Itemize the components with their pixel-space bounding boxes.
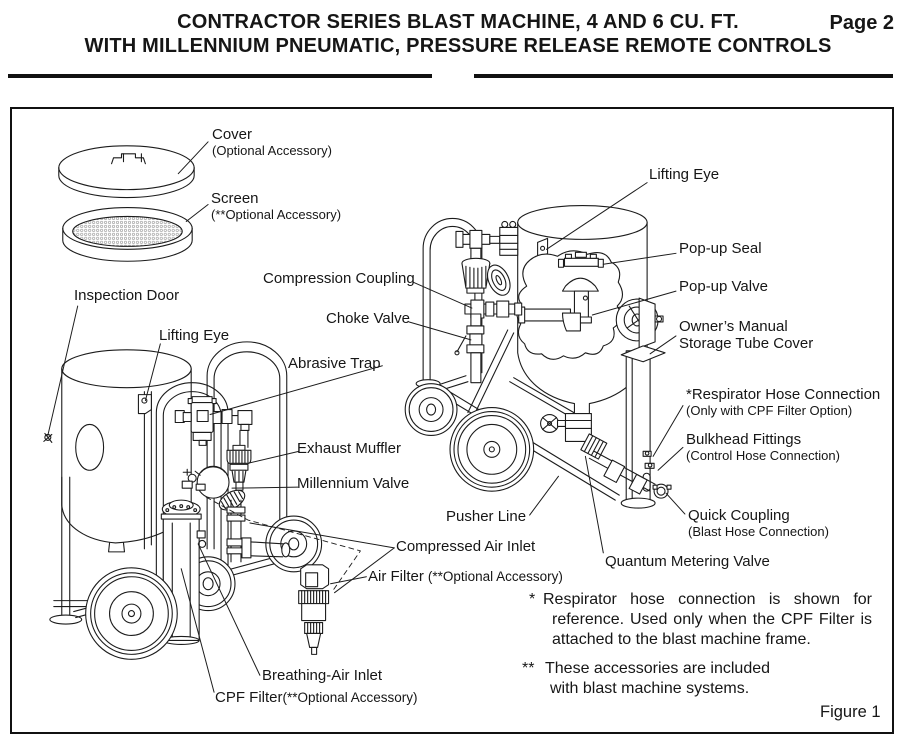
figure-frame xyxy=(10,107,894,734)
diagram-svg xyxy=(43,141,686,693)
label-screen: Screen (**Optional Accessory) xyxy=(211,190,342,222)
label-popup-seal: Pop-up Seal xyxy=(679,240,762,257)
label-millennium-valve: Millennium Valve xyxy=(297,475,410,492)
air-filter-drawing xyxy=(298,564,330,655)
label-respirator-hose-connection: *Respirator Hose Connection (Only with C… xyxy=(686,386,881,418)
label-breathing-air-inlet: Breathing-Air Inlet xyxy=(262,667,383,684)
label-quick-coupling: Quick Coupling (Blast Hose Connection) xyxy=(688,507,829,539)
left-machine-drawing xyxy=(43,341,361,660)
screen-drawing xyxy=(62,206,193,262)
label-lifting-eye-left: Lifting Eye xyxy=(159,327,230,344)
label-choke-valve: Choke Valve xyxy=(326,310,410,327)
label-exhaust-muffler: Exhaust Muffler xyxy=(297,440,401,457)
leader-lines xyxy=(47,141,686,693)
cover-drawing xyxy=(58,145,195,199)
label-air-filter: Air Filter(**Optional Accessory) xyxy=(368,568,563,585)
page-number: Page 2 xyxy=(829,12,894,34)
footnote1: Respirator hose connection is shown for … xyxy=(543,591,872,648)
label-bulkhead-fittings: Bulkhead Fittings (Control Hose Connecti… xyxy=(686,431,840,463)
label-abrasive-trap: Abrasive Trap xyxy=(288,355,381,372)
header-divider-right xyxy=(474,74,893,78)
label-pusher-line: Pusher Line xyxy=(446,508,527,525)
label-cover: Cover (Optional Accessory) xyxy=(212,126,332,158)
label-compression-coupling: Compression Coupling xyxy=(263,270,415,287)
footnote2: These accessories are included with blas… xyxy=(545,660,771,697)
page-title-line1: CONTRACTOR SERIES BLAST MACHINE, 4 AND 6… xyxy=(177,11,739,33)
footnote2-marker: ** xyxy=(522,660,535,677)
label-cpf-filter: CPF Filter(**Optional Accessory) xyxy=(215,689,418,706)
label-owners-manual-storage-tube-cover: Owner’s Manual Storage Tube Cover xyxy=(679,318,814,352)
label-quantum-metering-valve: Quantum Metering Valve xyxy=(605,553,770,570)
figure-caption: Figure 1 xyxy=(820,703,881,721)
page-title-line2: WITH MILLENNIUM PNEUMATIC, PRESSURE RELE… xyxy=(84,35,832,57)
header-divider-left xyxy=(8,74,432,78)
label-popup-valve: Pop-up Valve xyxy=(679,278,768,295)
label-inspection-door: Inspection Door xyxy=(74,287,180,304)
footnote1-marker: * xyxy=(529,591,536,608)
right-machine-drawing xyxy=(404,204,672,509)
label-lifting-eye-right: Lifting Eye xyxy=(649,166,720,183)
label-compressed-air-inlet: Compressed Air Inlet xyxy=(396,538,536,555)
